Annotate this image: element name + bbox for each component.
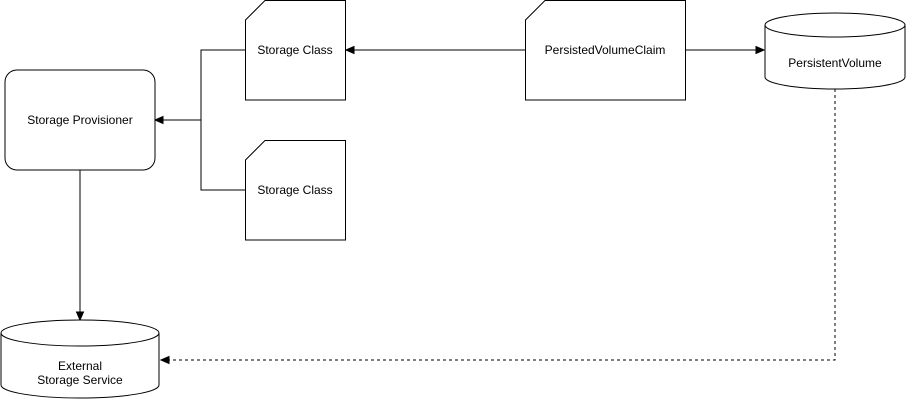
- storage-class-node-2[interactable]: Storage Class: [245, 140, 346, 241]
- edge-persistent-volume-to-external-storage: [159, 89, 836, 365]
- external-storage-service-node[interactable]: External Storage Service: [0, 319, 160, 399]
- persistent-volume-node[interactable]: PersistentVolume: [764, 12, 906, 90]
- storage-class-node[interactable]: Storage Class: [245, 0, 346, 101]
- edge-provisioner-to-external-storage: [75, 170, 85, 322]
- persisted-volume-claim-node[interactable]: PersistedVolumeClaim: [525, 0, 686, 101]
- storage-provisioner-node[interactable]: Storage Provisioner: [4, 69, 156, 171]
- edge-storage-classes-to-provisioner: [153, 49, 245, 191]
- storage-provisioner-label: Storage Provisioner: [27, 113, 132, 127]
- persistent-volume-label: PersistentVolume: [788, 56, 882, 70]
- edge-pvc-to-persistent-volume: [686, 45, 766, 55]
- external-storage-label-line-2: Storage Service: [37, 373, 123, 387]
- storage-class-label-2: Storage Class: [257, 183, 332, 197]
- storage-class-label: Storage Class: [257, 43, 332, 57]
- persisted-volume-claim-label: PersistedVolumeClaim: [545, 43, 666, 57]
- edge-pvc-to-storage-class: [344, 45, 525, 55]
- external-storage-label-line-1: External: [58, 359, 102, 373]
